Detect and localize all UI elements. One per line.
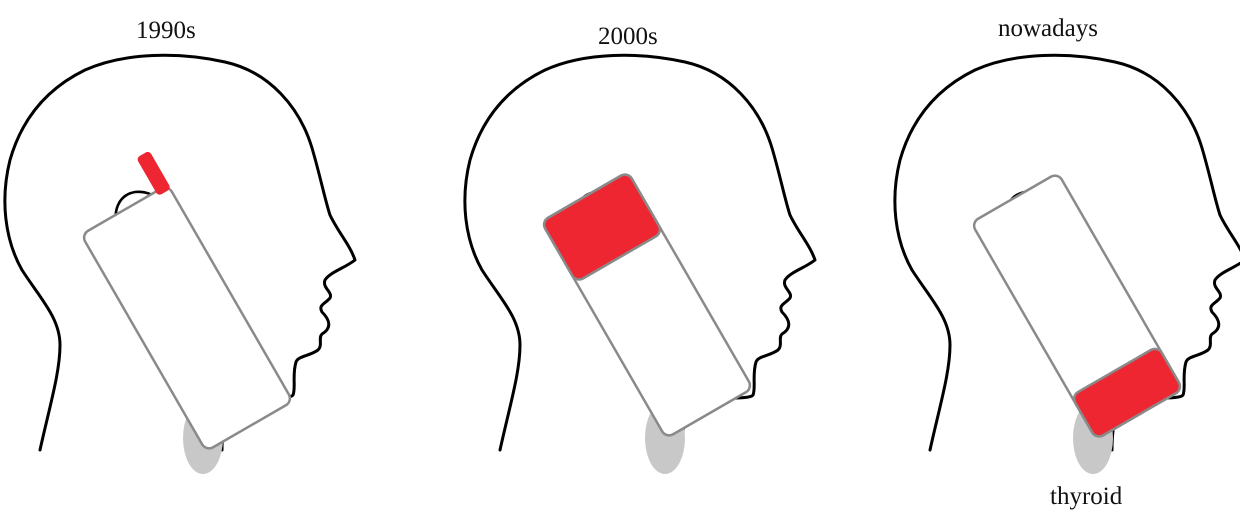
panel-nowadays xyxy=(895,55,1240,474)
thyroid-label: thyroid xyxy=(1050,484,1122,509)
phone-outline xyxy=(81,185,293,452)
panel-label-nowadays: nowadays xyxy=(998,16,1098,41)
panel-label-2000s: 2000s xyxy=(598,24,658,49)
panel-2000s xyxy=(465,55,815,474)
panel-label-1990s: 1990s xyxy=(136,18,196,43)
panel-1990s xyxy=(5,55,355,474)
radiation-hotspot-antenna xyxy=(136,150,171,196)
